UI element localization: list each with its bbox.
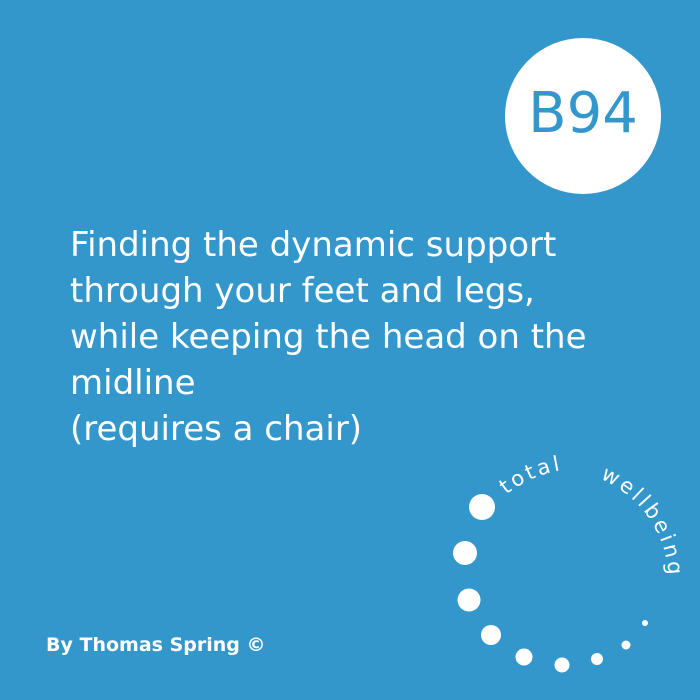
logo-dot <box>642 620 648 626</box>
logo-dot <box>621 640 631 650</box>
logo-dot <box>453 541 477 565</box>
headline-line: through your feet and legs, <box>70 271 535 311</box>
logo-dot <box>469 494 495 520</box>
logo-dot <box>481 625 501 645</box>
logo-word-total: total <box>495 451 564 499</box>
headline: Finding the dynamic support through your… <box>70 222 680 452</box>
logo-dot <box>554 657 570 673</box>
author-credit: By Thomas Spring © <box>46 634 266 656</box>
headline-line: Finding the dynamic support <box>70 225 557 265</box>
logo-dot <box>457 588 481 612</box>
logo-dot <box>591 653 603 665</box>
headline-line: (requires a chair) <box>70 409 363 449</box>
headline-line: while keeping the head on the <box>70 317 587 357</box>
headline-line: midline <box>70 363 196 403</box>
logo-dot <box>515 648 533 666</box>
logo-word-wellbeing: wellbeing <box>598 461 688 578</box>
badge-code: B94 <box>528 81 638 146</box>
code-badge: B94 <box>505 38 661 194</box>
